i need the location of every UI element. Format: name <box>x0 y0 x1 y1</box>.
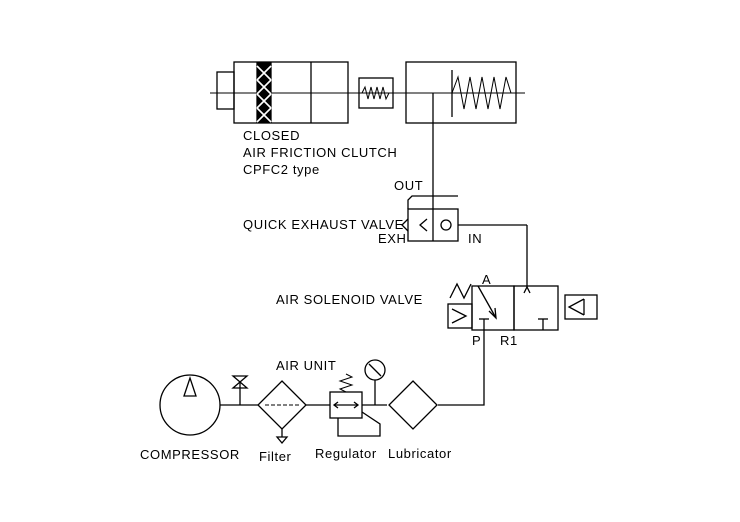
solenoid-port-p: P <box>472 333 481 348</box>
filter-label: Filter <box>259 449 292 464</box>
solenoid-valve-label: AIR SOLENOID VALVE <box>276 292 423 307</box>
qev-port-exh: EXH <box>378 231 407 246</box>
drain-valve-icon <box>231 375 249 405</box>
qev-port-out: OUT <box>394 178 423 193</box>
friction-lining <box>256 62 272 123</box>
clutch-label-line2: AIR FRICTION CLUTCH <box>243 145 397 160</box>
lubricator-label: Lubricator <box>388 446 452 461</box>
compressor <box>159 374 221 436</box>
pressure-gauge-icon <box>364 359 386 405</box>
coupling-spring <box>361 85 390 101</box>
compressor-label: COMPRESSOR <box>140 447 240 462</box>
air-friction-clutch <box>210 61 525 124</box>
air-unit-label: AIR UNIT <box>276 358 336 373</box>
solenoid-port-a: A <box>482 272 491 287</box>
clutch-label-line3: CPFC2 type <box>243 162 320 177</box>
quick-exhaust-valve <box>401 195 527 242</box>
lubricator <box>388 380 438 430</box>
regulator <box>329 373 381 437</box>
solenoid-port-r1: R1 <box>500 333 518 348</box>
cylinder-spring <box>451 75 512 110</box>
clutch-label-line1: CLOSED <box>243 128 300 143</box>
air-solenoid-valve <box>447 282 598 331</box>
qev-port-in: IN <box>468 231 482 246</box>
regulator-label: Regulator <box>315 446 377 461</box>
qev-label: QUICK EXHAUST VALVE <box>243 217 404 232</box>
filter <box>257 380 307 445</box>
pipe-lubricator-to-solenoid <box>438 330 485 406</box>
